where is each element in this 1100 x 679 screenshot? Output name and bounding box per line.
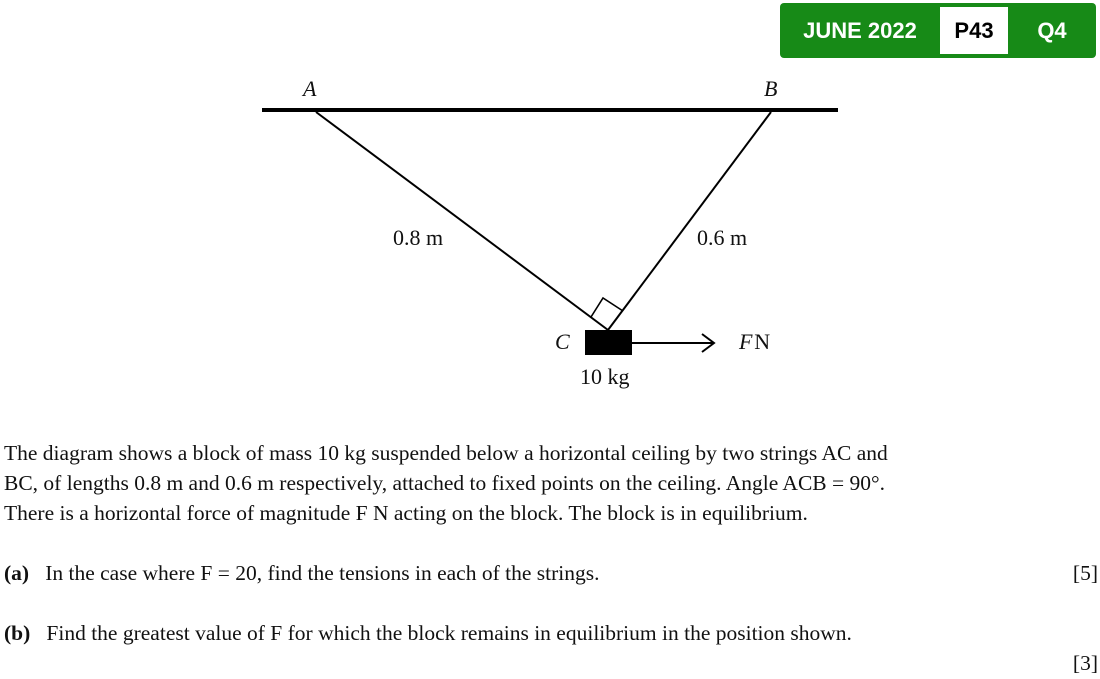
stem-line-3: There is a horizontal force of magnitude…: [4, 501, 808, 525]
part-a: (a) In the case where F = 20, find the t…: [4, 561, 1100, 586]
question-stem: The diagram shows a block of mass 10 kg …: [4, 438, 1100, 528]
force-label: F N: [739, 329, 770, 355]
length-ac: 0.8 m: [393, 225, 444, 250]
label-b: B: [764, 76, 778, 101]
part-b-text: Find the greatest value of F for which t…: [46, 621, 852, 645]
question-badge: JUNE 2022 P43 Q4: [780, 3, 1096, 58]
label-a: A: [303, 76, 317, 101]
force-variable: F: [739, 329, 753, 354]
badge-session: JUNE 2022: [803, 17, 917, 43]
arrow-head: [701, 333, 716, 353]
label-c: C: [555, 329, 570, 354]
part-b-marks: [3]: [1072, 651, 1098, 675]
right-angle-marker: [590, 296, 624, 318]
mass-label: 10 kg: [580, 364, 630, 389]
string-bc: [607, 111, 772, 331]
stem-line-2: BC, of lengths 0.8 m and 0.6 m respectiv…: [4, 471, 885, 495]
badge-paper: P43: [940, 7, 1008, 54]
block: [585, 330, 632, 355]
force-diagram: [262, 108, 838, 355]
part-a-label: (a): [4, 561, 30, 585]
string-ac: [315, 111, 609, 331]
part-b-label: (b): [4, 621, 31, 645]
part-a-marks: [5]: [1072, 561, 1098, 585]
badge-question: Q4: [1037, 17, 1067, 43]
stem-line-1: The diagram shows a block of mass 10 kg …: [4, 441, 888, 465]
force-unit: N: [754, 329, 771, 354]
part-a-text: In the case where F = 20, find the tensi…: [45, 561, 600, 585]
length-bc: 0.6 m: [697, 225, 748, 250]
part-b: (b) Find the greatest value of F for whi…: [4, 621, 1100, 675]
